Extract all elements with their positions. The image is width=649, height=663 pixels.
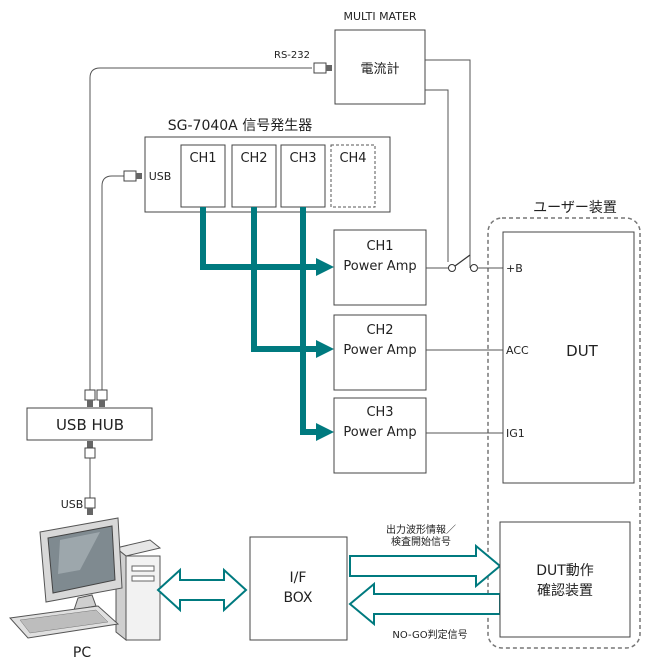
out-signal-arrow [349,543,502,589]
ch1-arrowhead [316,258,334,276]
ng-signal-label: NO-GO判定信号 [392,628,467,641]
amp2-name: Power Amp [343,343,416,358]
ng-signal-arrow [348,581,501,627]
switch-contact-right [470,264,478,272]
sg-ch4-label: CH4 [339,151,366,166]
power-amp-ch1 [333,229,427,306]
rs232-connector [313,62,327,74]
pc-illustration [8,517,162,642]
pc-ifbox-arrow [156,567,248,613]
power-amp-ch3 [333,397,427,474]
amp1-ch: CH1 [366,239,393,254]
sg-ch4 [330,144,376,208]
dut-checker-box [499,521,631,638]
dut-box [502,231,635,484]
multimeter-label: 電流計 [360,61,399,77]
dut-label: DUT [566,342,599,360]
multimeter-box [334,29,426,105]
sg-ch2-label: CH2 [240,151,267,166]
dut-pin-acc: ACC [506,344,529,357]
user-device-region [487,217,641,649]
sg-ch3-label: CH3 [289,151,316,166]
user-device-title: ユーザー装置 [533,200,617,216]
rs232-cable [89,62,332,392]
switch-contact-left [448,264,456,272]
pc-label: PC [73,645,91,661]
hub-connectors [84,389,108,407]
switch-lever [454,254,471,267]
amp2-ch: CH2 [366,323,393,338]
dut-pin-b: +B [506,262,523,275]
ifbox-line1: I/F [290,570,307,586]
multimeter-leads [425,59,471,268]
amp3-name: Power Amp [343,425,416,440]
sg-ch1-label: CH1 [189,151,216,166]
dut-checker-line2: 確認装置 [537,583,593,599]
amp3-ch: CH3 [366,405,393,420]
sg-ch2 [231,144,277,208]
pc-usb-label: USB [61,498,84,511]
sg-usb-label: USB [149,170,172,183]
ch3-arrowhead [316,423,334,441]
sg-usb-cable [101,170,142,392]
pc-usb-cable [84,441,96,515]
channel-bus [200,207,334,441]
dut-pin-ig1: IG1 [506,427,525,440]
power-amp-ch2 [333,314,427,391]
sg-title: SG-7040A 信号発生器 [168,118,312,134]
amp1-name: Power Amp [343,259,416,274]
ifbox-line2: BOX [283,590,312,606]
usb-hub-box [26,407,153,441]
ch2-arrowhead [316,340,334,358]
rs232-label: RS-232 [274,50,310,61]
multimeter-title: MULTI MATER [343,10,416,23]
out-signal-label-2: 検査開始信号 [391,535,451,548]
out-signal-label-1: 出力波形情報／ [386,523,456,536]
usb-hub-label: USB HUB [56,416,124,434]
sg-ch3 [280,144,326,208]
amp-outputs [426,254,503,434]
dut-checker-line1: DUT動作 [536,563,594,579]
ifbox-box [249,536,348,641]
